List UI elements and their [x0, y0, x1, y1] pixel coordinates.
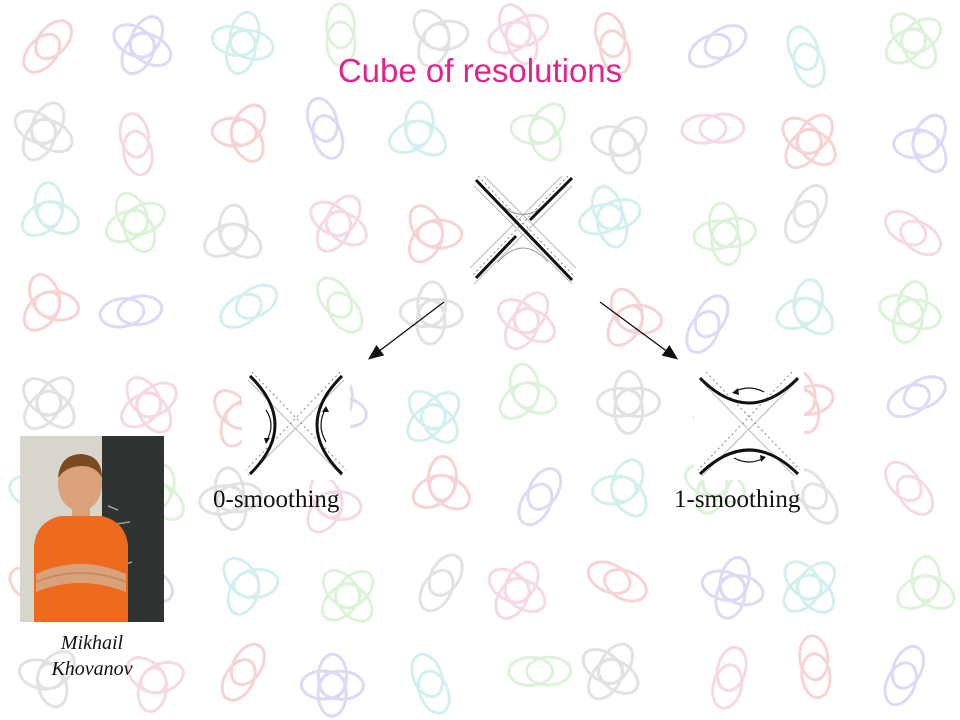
- knot-icon: [320, 568, 375, 623]
- knot-icon: [406, 389, 461, 444]
- knot-icon: [883, 644, 926, 707]
- knot-icon: [306, 474, 363, 534]
- knot-icon: [896, 555, 956, 610]
- knot-icon: [126, 656, 185, 714]
- knot-icon: [305, 96, 345, 160]
- knot-icon: [878, 280, 943, 344]
- knot-icon: [17, 650, 76, 709]
- knot-icon: [507, 655, 573, 687]
- slide-title: Cube of resolutions: [337, 52, 623, 89]
- knot-icon: [210, 103, 267, 163]
- one-smoothing-diagram-icon: [694, 370, 804, 480]
- knot-icon: [387, 100, 448, 157]
- knot-icon: [782, 560, 837, 614]
- knot-icon: [220, 642, 266, 702]
- crossing-diagram-icon: [468, 172, 578, 287]
- knot-icon: [316, 276, 364, 334]
- knot-icon: [892, 113, 948, 174]
- knot-icon: [98, 294, 164, 329]
- knot-icon: [203, 203, 263, 259]
- knot-icon: [517, 467, 563, 527]
- knot-icon: [22, 19, 74, 74]
- knot-icon: [692, 201, 758, 267]
- knot-icon: [578, 185, 642, 249]
- knot-icon: [222, 556, 280, 616]
- knot-icon: [13, 101, 74, 162]
- knot-icon: [680, 112, 746, 145]
- knot-icon: [412, 9, 470, 68]
- knot-icon: [798, 634, 832, 700]
- knot-icon: [781, 113, 837, 170]
- knot-icon: [581, 642, 640, 701]
- knot-icon: [586, 560, 648, 603]
- knot-icon: [685, 294, 730, 354]
- knot-icon: [299, 652, 365, 718]
- knot-icon: [411, 454, 471, 511]
- person-first-name: Mikhail: [60, 632, 124, 654]
- knot-icon: [410, 652, 451, 715]
- knot-icon: [884, 209, 943, 257]
- arrow-to-one-smoothing: [599, 301, 679, 360]
- knot-icon: [711, 645, 748, 710]
- knot-icon: [118, 112, 154, 177]
- knot-icon: [22, 273, 80, 332]
- knot-icon: [687, 24, 748, 69]
- knot-icon: [886, 375, 947, 419]
- knot-icon: [309, 194, 368, 253]
- knot-icon: [783, 184, 829, 244]
- knot-icon: [487, 3, 550, 66]
- knot-icon: [596, 369, 662, 435]
- knot-icon: [22, 376, 76, 430]
- knot-icon: [497, 291, 556, 351]
- person-caption: Mikhail Khovanov: [20, 630, 164, 682]
- knot-icon: [325, 2, 357, 68]
- knot-icon: [606, 287, 663, 347]
- knot-icon: [398, 280, 464, 346]
- knot-icon: [700, 556, 765, 620]
- knot-icon: [591, 458, 648, 518]
- person-photo: [20, 436, 164, 622]
- knot-icon: [498, 362, 558, 420]
- knot-icon: [20, 181, 80, 238]
- arrow-to-zero-smoothing: [367, 301, 445, 360]
- knot-icon: [219, 283, 279, 329]
- knot-icon: [775, 278, 835, 336]
- knot-icon: [884, 12, 943, 70]
- knot-icon: [590, 116, 648, 175]
- knot-icon: [198, 466, 263, 532]
- knot-icon: [104, 191, 167, 254]
- knot-icon: [509, 102, 566, 162]
- knot-icon: [418, 553, 464, 613]
- one-smoothing-label: 1-smoothing: [674, 486, 801, 513]
- knot-icon: [593, 12, 632, 76]
- person-last-name: Khovanov: [51, 658, 133, 680]
- knot-icon: [120, 376, 178, 434]
- knot-icon: [408, 204, 464, 264]
- zero-smoothing-label: 0-smoothing: [213, 486, 340, 513]
- knot-icon: [487, 560, 547, 620]
- knot-icon: [210, 10, 275, 75]
- knot-icon: [884, 460, 935, 516]
- zero-smoothing-diagram-icon: [242, 370, 350, 480]
- knot-icon: [112, 15, 173, 76]
- knot-icon: [786, 25, 826, 88]
